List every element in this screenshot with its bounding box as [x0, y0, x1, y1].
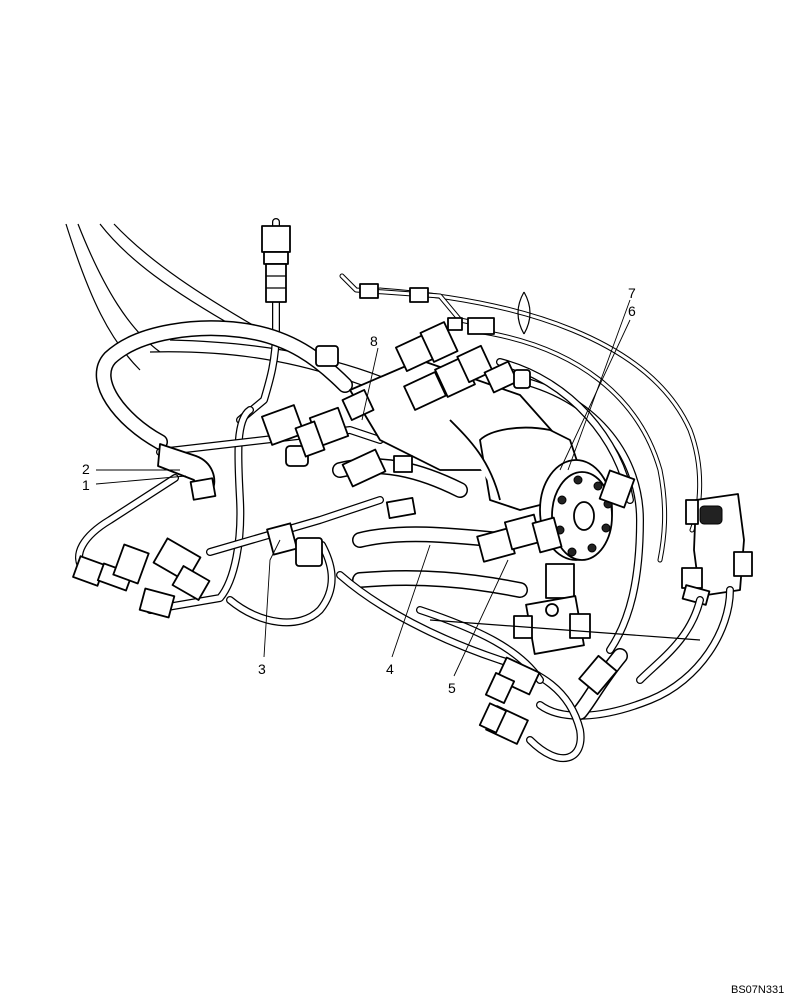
elbow-fitting-part-1 [157, 443, 217, 501]
background-hose-outlines [65, 223, 391, 393]
right-valve-block [681, 493, 753, 606]
fittings-part-5 [476, 513, 563, 563]
callout-6: 6 [628, 303, 636, 319]
lower-fittings [478, 654, 618, 745]
callout-5: 5 [448, 680, 456, 696]
valve-fittings-part-8 [341, 321, 531, 520]
callout-labels: 1 2 3 4 5 6 7 8 [82, 285, 636, 696]
callout-leader-lines [95, 299, 631, 677]
callout-3: 3 [258, 661, 266, 677]
left-tee-fitting-cluster [72, 537, 211, 619]
callout-8: 8 [370, 333, 378, 349]
callout-4: 4 [386, 661, 394, 677]
top-pilot-line [339, 273, 531, 335]
drawing-reference-code: BS07N331 [731, 984, 784, 996]
hydraulic-pump-body [332, 359, 581, 598]
main-loop-hose [95, 320, 353, 450]
motor-flange-parts-6-7 [539, 459, 636, 561]
callout-1: 1 [82, 477, 90, 493]
top-vertical-pressure-line [236, 218, 291, 424]
callout-2: 2 [82, 461, 90, 477]
fitting-part-3 [266, 522, 323, 567]
upper-mid-fittings [260, 345, 350, 467]
callout-7: 7 [628, 285, 636, 301]
lower-manifold-block [513, 563, 591, 655]
